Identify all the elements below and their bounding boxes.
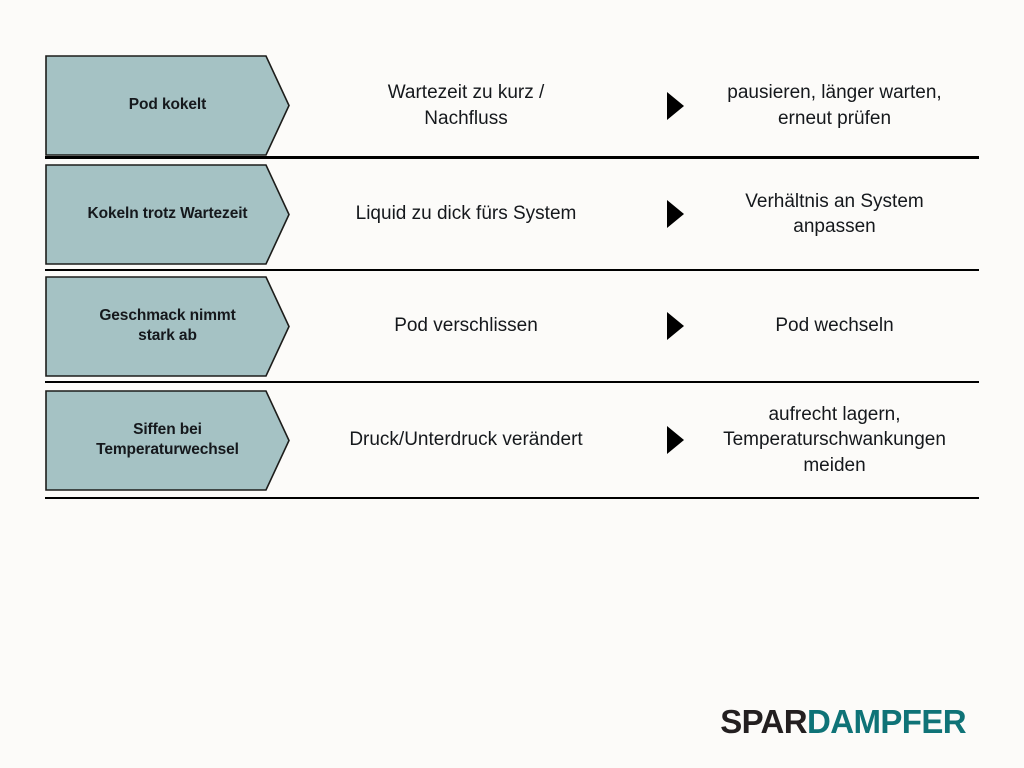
play-triangle-icon: [652, 91, 698, 120]
fix-text: pausieren, länger warten, erneut prüfen: [727, 82, 942, 129]
fix-text: Verhältnis an System anpassen: [745, 190, 924, 237]
cause-text: Pod verschlissen: [394, 315, 538, 337]
chevron-shape-icon: [45, 163, 290, 265]
cause-text: Druck/Unterdruck verändert: [349, 429, 583, 451]
symptom-label: Geschmack nimmt stark ab: [99, 306, 236, 344]
cause-text: Wartezeit zu kurz / Nachfluss: [387, 82, 545, 129]
row-divider: [45, 156, 979, 159]
chevron-shape-icon: [45, 389, 290, 491]
play-triangle-icon: [652, 426, 698, 454]
table-row: Kokeln trotz Wartezeit Liquid zu dick fü…: [45, 159, 979, 269]
chevron-shape-icon: [45, 55, 290, 156]
symptom-label: Pod kokelt: [128, 96, 207, 114]
symptom-chevron: Pod kokelt: [45, 55, 290, 156]
logo-spar: SPAR: [720, 703, 808, 740]
row-divider: [45, 269, 979, 271]
brand-logo: SPARDAMPFER: [720, 705, 966, 738]
row-divider: [45, 497, 979, 499]
troubleshooting-rows: Pod kokelt Wartezeit zu kurz / Nachfluss…: [45, 55, 979, 499]
symptom-chevron: Kokeln trotz Wartezeit: [45, 163, 290, 265]
symptom-chevron: Geschmack nimmt stark ab: [45, 275, 290, 377]
row-divider: [45, 381, 979, 383]
table-row: Siffen bei Temperaturwechsel Druck/Unter…: [45, 383, 979, 497]
chevron-shape-icon: [45, 275, 290, 377]
symptom-label: Kokeln trotz Wartezeit: [87, 204, 248, 222]
fix-text: aufrecht lagern, Temperaturschwankungen …: [723, 403, 946, 476]
play-triangle-icon: [652, 200, 698, 228]
play-triangle-icon: [652, 312, 698, 340]
cause-text: Liquid zu dick fürs System: [355, 203, 577, 225]
table-row: Pod kokelt Wartezeit zu kurz / Nachfluss…: [45, 55, 979, 156]
symptom-label: Siffen bei Temperaturwechsel: [96, 420, 239, 458]
logo-dampfer: DAMPFER: [807, 703, 967, 740]
fix-text: Pod wechseln: [775, 315, 894, 337]
table-row: Geschmack nimmt stark ab Pod verschlisse…: [45, 271, 979, 381]
symptom-chevron: Siffen bei Temperaturwechsel: [45, 389, 290, 491]
